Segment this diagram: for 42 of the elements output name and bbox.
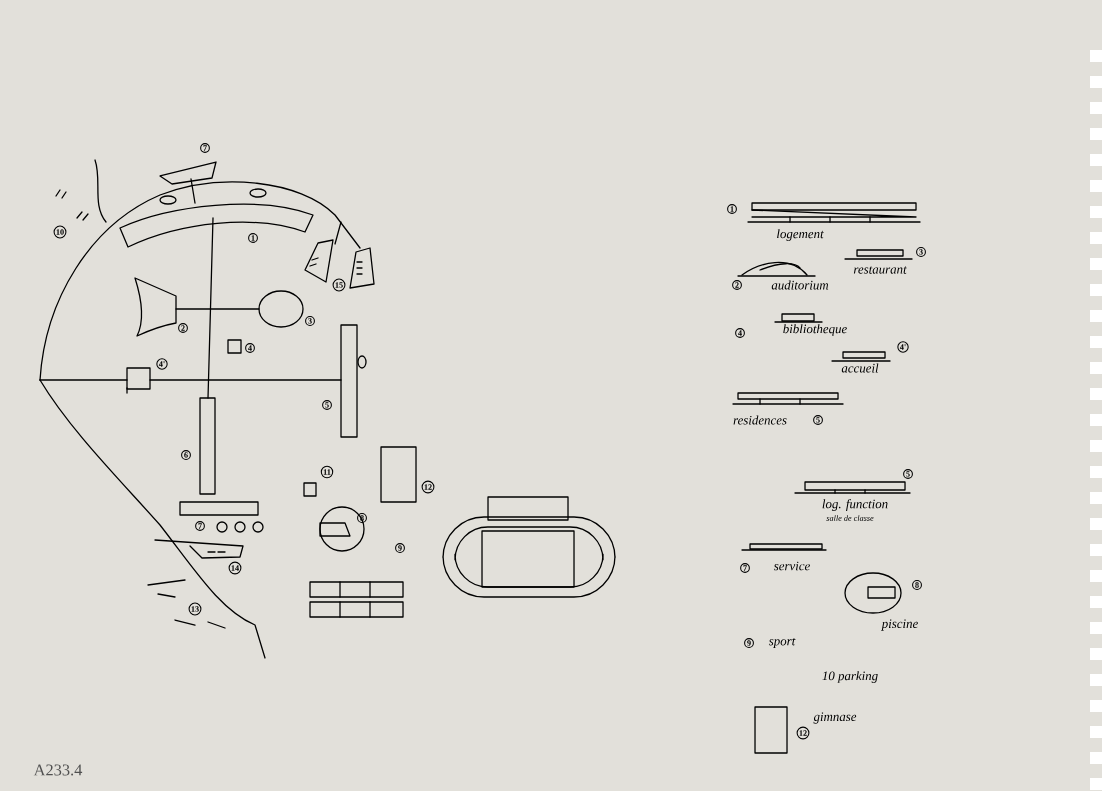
callout-number: 7 xyxy=(200,143,210,153)
callout-number: 4' xyxy=(897,341,909,353)
callout-number: 9 xyxy=(395,543,405,553)
callout-number: 5 xyxy=(322,400,332,410)
key-label: sport xyxy=(768,638,796,648)
callout-number: 5 xyxy=(813,415,823,425)
callout-number: 8 xyxy=(357,513,367,523)
key-label: service xyxy=(773,561,810,571)
key-label: logement xyxy=(777,229,824,241)
callout-number: 3 xyxy=(305,316,315,326)
callout-number: 4 xyxy=(245,343,255,353)
callout-number: 12 xyxy=(796,726,810,740)
callout-number: 3 xyxy=(916,247,926,257)
key-label: restaurant xyxy=(853,266,907,274)
key-label: residences xyxy=(733,415,787,425)
callout-number: 11 xyxy=(320,465,334,479)
callout-number: 1 xyxy=(248,233,258,243)
callout-number: 13 xyxy=(188,602,202,616)
callout-number: 4' xyxy=(156,358,168,370)
key-label: accueil xyxy=(841,363,879,373)
callout-number: 15 xyxy=(332,278,346,292)
callout-number: 12 xyxy=(421,480,435,494)
callout-number: 1 xyxy=(727,204,737,214)
callout-number: 8 xyxy=(912,580,922,590)
callout-number: 4 xyxy=(735,328,745,338)
callout-number: 2 xyxy=(732,280,742,290)
callout-number: 9 xyxy=(744,638,754,648)
key-label: salle de classe xyxy=(826,515,874,521)
key-label: piscine xyxy=(881,619,918,631)
callout-number: 7 xyxy=(195,521,205,531)
key-label: bibliotheque xyxy=(783,324,847,336)
key-label: auditorium xyxy=(771,280,829,290)
archive-number: A233.4 xyxy=(33,764,83,776)
callout-number: 14 xyxy=(228,561,242,575)
callout-number: 6 xyxy=(181,450,191,460)
callout-number: 10 xyxy=(53,225,67,239)
callout-number: 7 xyxy=(740,563,750,573)
key-label: log. function xyxy=(822,499,888,511)
callout-number: 2 xyxy=(178,323,188,333)
key-label: 10 parking xyxy=(822,671,878,683)
key-label: gimnase xyxy=(813,712,857,724)
callout-number: 5 xyxy=(903,469,913,479)
